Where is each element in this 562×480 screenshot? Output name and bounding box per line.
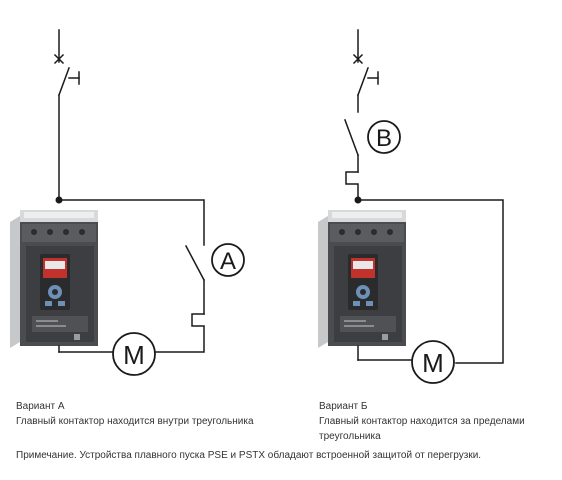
soft-starter-b xyxy=(318,210,406,348)
soft-starter-a xyxy=(10,210,98,348)
variant-a-caption: Вариант А Главный контактор находится вн… xyxy=(16,399,286,429)
motor-a-label: M xyxy=(123,340,145,370)
variant-a-title: Вариант А xyxy=(16,401,65,412)
switch-b-label: B xyxy=(376,125,392,152)
motor-b-label: M xyxy=(422,348,444,378)
switch-a-label: A xyxy=(220,248,236,275)
wiring-diagram: A M B M xyxy=(10,29,504,384)
variant-b-diagram: B M xyxy=(318,29,504,384)
variant-a-diagram: A M xyxy=(10,29,245,376)
variant-b-description: Главный контактор находится за пределами… xyxy=(319,416,525,442)
variant-a-description: Главный контактор находится внутри треуг… xyxy=(16,416,254,427)
footnote: Примечание. Устройства плавного пуска PS… xyxy=(16,450,482,461)
variant-b-title: Вариант Б xyxy=(319,401,368,412)
variant-b-caption: Вариант Б Главный контактор находится за… xyxy=(319,399,554,444)
